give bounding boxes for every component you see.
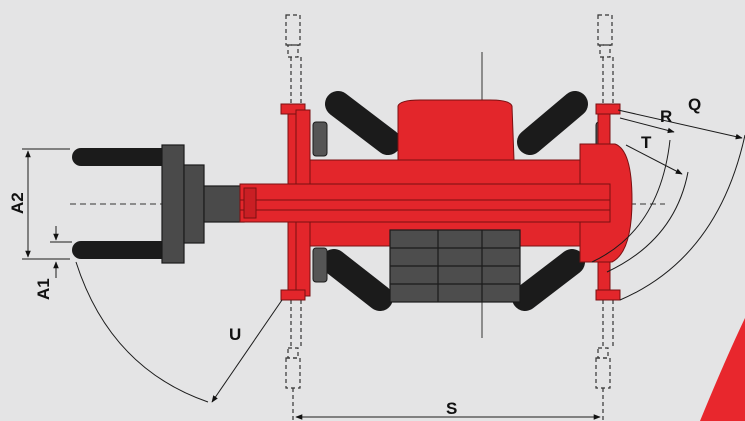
engine-cover xyxy=(389,229,521,303)
label-a1: A1 xyxy=(34,278,53,300)
turning-arcs xyxy=(75,134,745,403)
label-q: Q xyxy=(688,95,701,114)
boom xyxy=(239,183,611,223)
label-r: R xyxy=(660,107,672,126)
label-t: T xyxy=(641,133,652,152)
forks xyxy=(72,148,172,259)
fork-carriage xyxy=(161,144,245,264)
label-a2: A2 xyxy=(8,192,27,214)
label-u: U xyxy=(229,325,241,344)
turned-wheel-outlines xyxy=(285,14,614,421)
brand-swoosh xyxy=(700,318,745,421)
dimension-lines xyxy=(22,109,743,420)
label-s: S xyxy=(446,399,457,418)
tyres xyxy=(321,91,588,311)
